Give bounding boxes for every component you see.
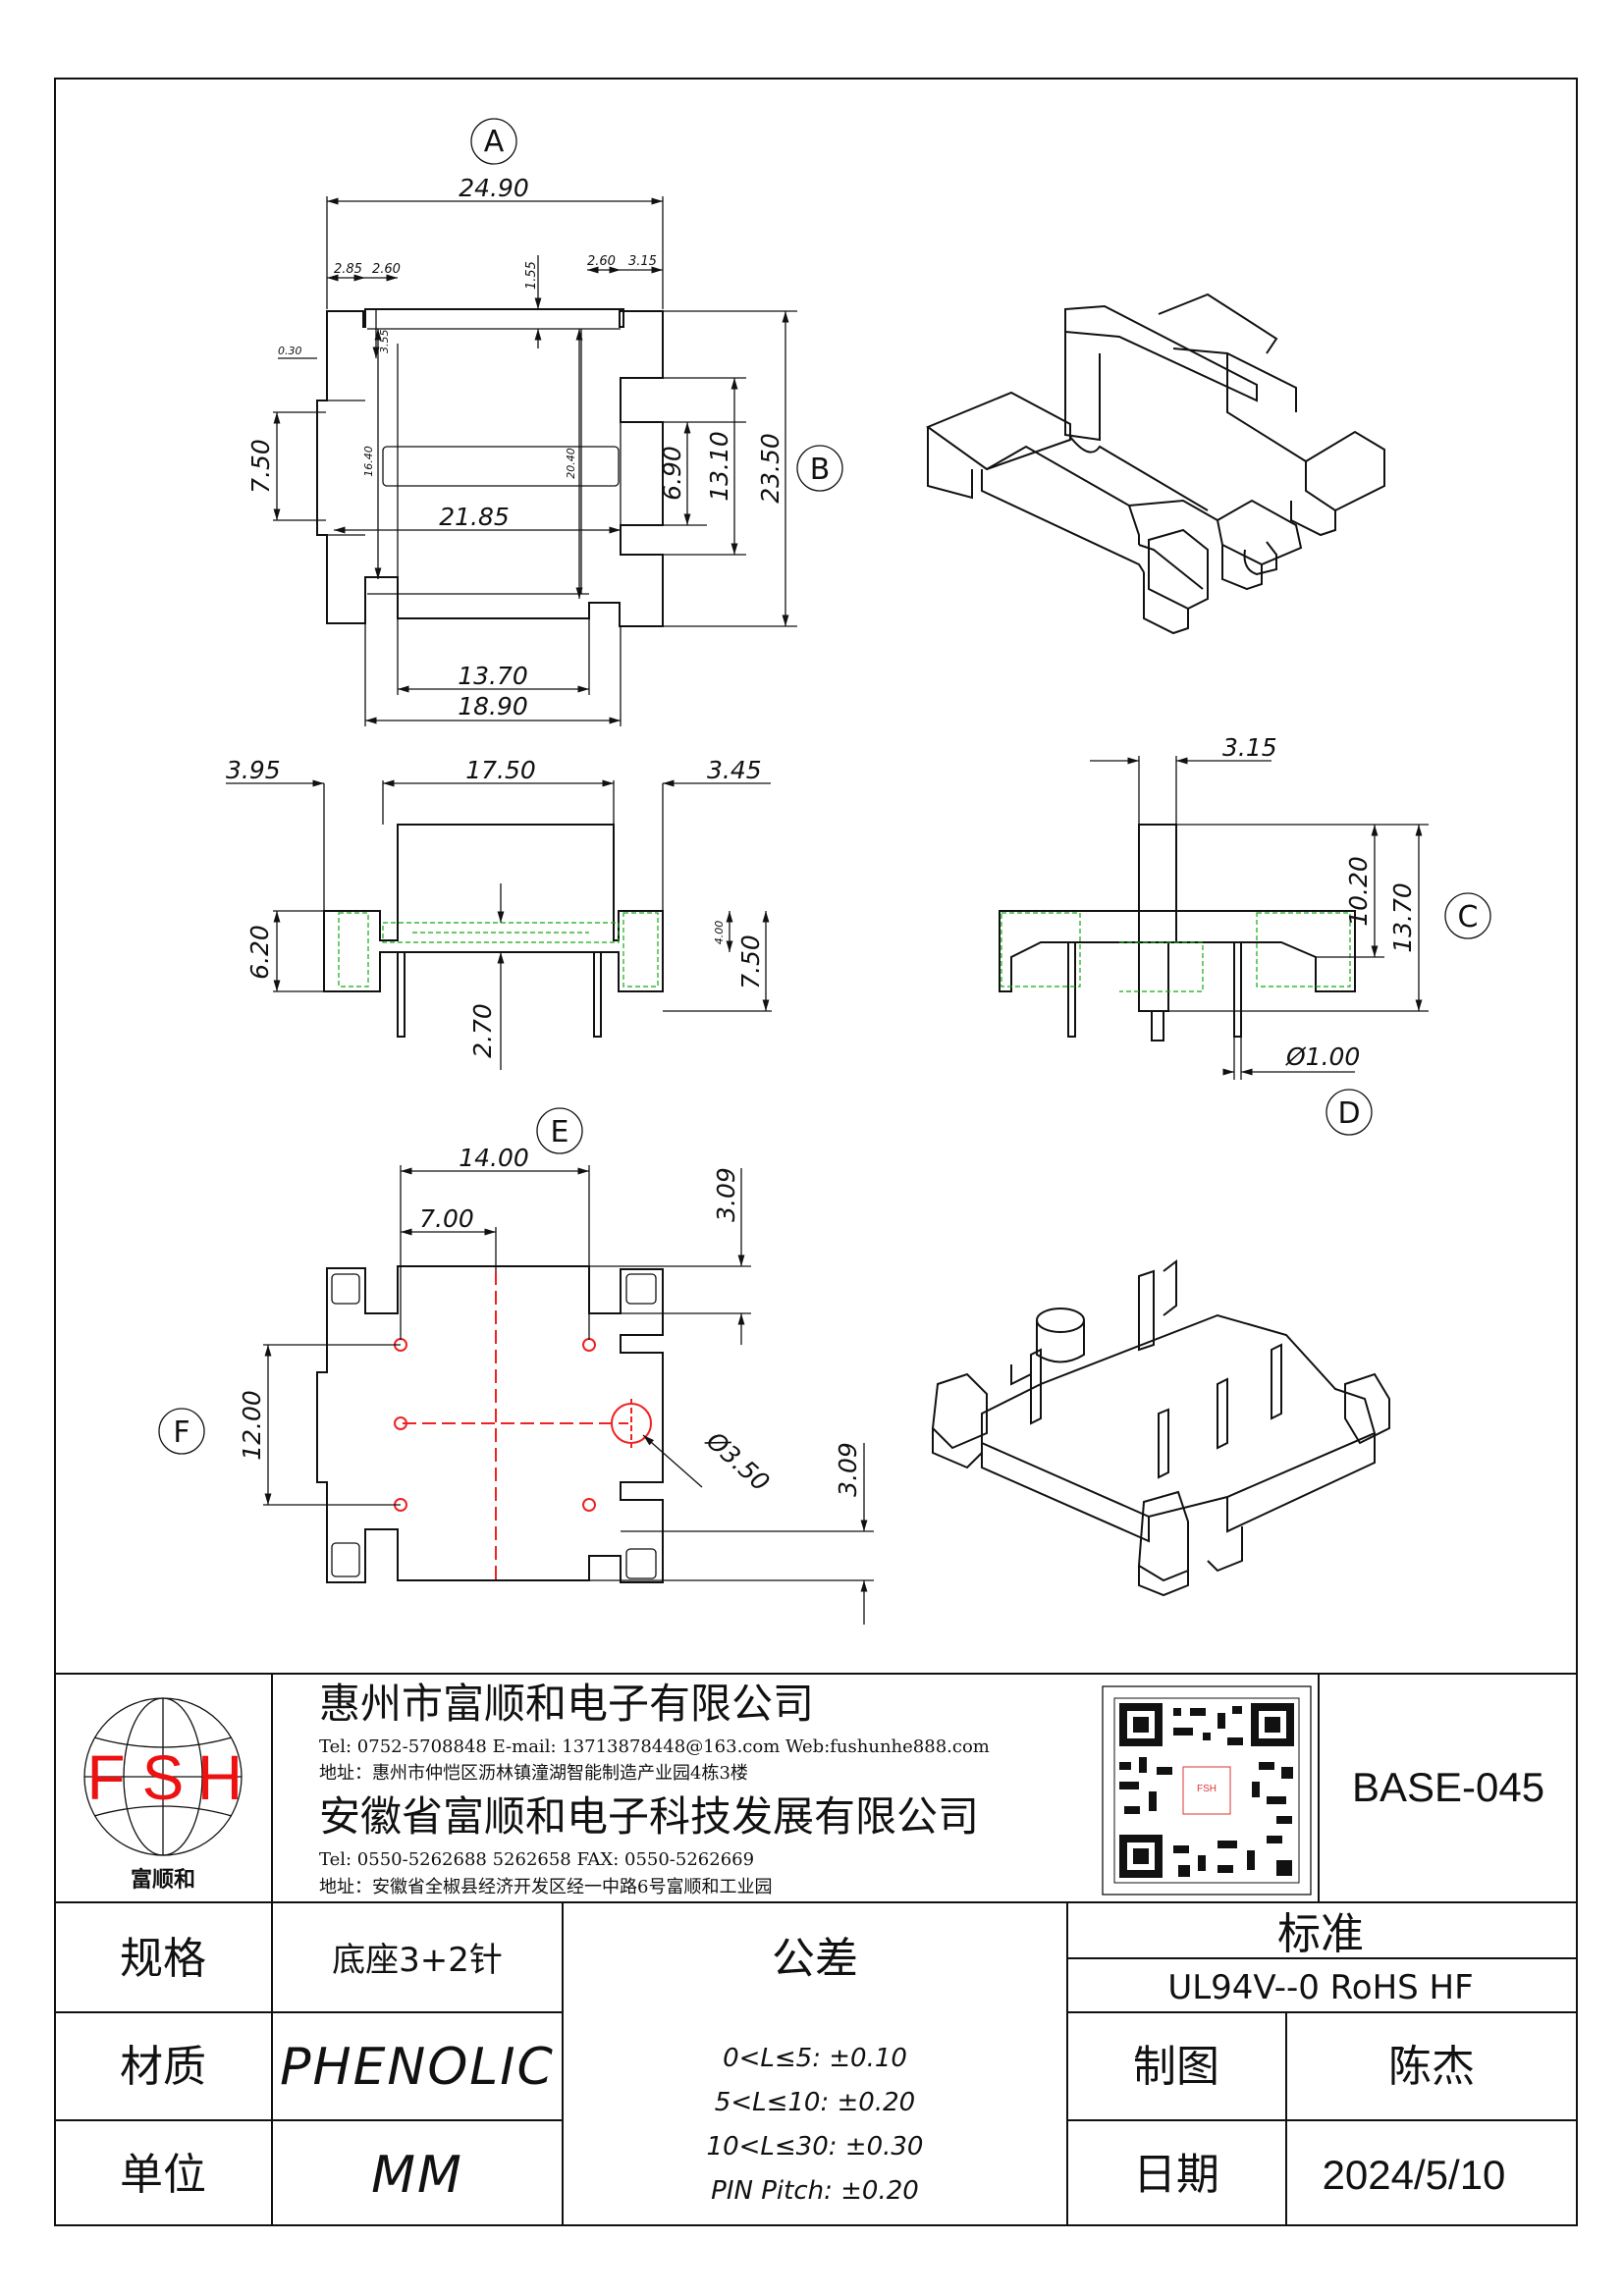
- title-block: F S H 富顺和 惠州市富顺和电子有限公司 Tel: 0752-5708848…: [55, 1673, 1577, 2225]
- callout-b-label: B: [810, 453, 831, 487]
- logo-caption: 富顺和: [131, 1867, 195, 1893]
- front-view: 3.95 17.50 3.45 6.20 4.00 7.50 2.70: [226, 756, 772, 1070]
- bottom-view: 14.00 7.00 3.09 12.00 Ø3.50 3.09 E F: [158, 1107, 874, 1625]
- callout-f: [158, 1408, 205, 1455]
- dim-10-20: 10.20: [1344, 856, 1373, 927]
- qr-code-icon: FSH: [1113, 1697, 1300, 1884]
- tolerance-row: 10<L≤30: ±0.30: [707, 2132, 924, 2162]
- company2-name: 安徽省富顺和电子科技发展有限公司: [319, 1792, 979, 1841]
- dim-18-90: 18.90: [458, 692, 528, 721]
- drawn-value: 陈杰: [1388, 2042, 1475, 2092]
- dim-23-50: 23.50: [756, 433, 784, 504]
- side-view: 3.15 10.20 13.70 Ø1.00 C D: [999, 733, 1491, 1136]
- dim-24-90: 24.90: [459, 174, 529, 202]
- standard-value: UL94V--0 RoHS HF: [1167, 1968, 1473, 2007]
- logo-letter-h: H: [197, 1742, 243, 1813]
- isometric-top-view: [925, 293, 1385, 635]
- dim-3-55: 3.55: [378, 330, 391, 354]
- callout-a-label: A: [484, 125, 505, 159]
- svg-text:FSH: FSH: [1197, 1784, 1217, 1794]
- spec-label: 规格: [120, 1934, 206, 1984]
- dim-3-45: 3.45: [707, 756, 762, 784]
- company1-address: 地址：惠州市仲恺区沥林镇潼湖智能制造产业园4栋3楼: [319, 1763, 748, 1784]
- dim-2-60-right: 2.60: [587, 254, 616, 269]
- dim-1-55: 1.55: [524, 261, 539, 290]
- dim-16-40: 16.40: [362, 446, 375, 477]
- dim-20-40: 20.40: [565, 448, 577, 479]
- callout-e-label: E: [551, 1115, 569, 1149]
- tolerance-row: 0<L≤5: ±0.10: [723, 2044, 907, 2073]
- logo-letter-s: S: [142, 1742, 185, 1813]
- callout-b: [796, 445, 843, 492]
- drawn-label: 制图: [1133, 2042, 1219, 2092]
- dim-12-00: 12.00: [238, 1390, 266, 1461]
- dim-6-20: 6.20: [245, 925, 274, 980]
- dim-13-10: 13.10: [705, 431, 733, 502]
- dim-7-50: 7.50: [246, 439, 275, 494]
- company2-contact: Tel: 0550-5262688 5262658 FAX: 0550-5262…: [319, 1849, 754, 1870]
- dim-dia-1-00: Ø1.00: [1285, 1042, 1360, 1071]
- dim-dia-3-50: Ø3.50: [700, 1425, 775, 1497]
- dim-17-50: 17.50: [465, 756, 536, 784]
- logo-letter-f: F: [86, 1742, 125, 1813]
- dim-3-15: 3.15: [628, 254, 657, 269]
- dim-14-00: 14.00: [459, 1144, 529, 1172]
- material-label: 材质: [120, 2042, 206, 2092]
- callout-a: [470, 118, 517, 165]
- tolerance-row: PIN Pitch: ±0.20: [711, 2176, 919, 2206]
- callout-d-label: D: [1337, 1096, 1360, 1131]
- tolerance-row: 5<L≤10: ±0.20: [715, 2088, 915, 2117]
- company1-name: 惠州市富顺和电子有限公司: [319, 1680, 814, 1728]
- callout-e: [536, 1107, 583, 1154]
- dim-0-30: 0.30: [278, 345, 302, 357]
- spec-value: 底座3+2针: [332, 1941, 503, 1980]
- company1-contact: Tel: 0752-5708848 E-mail: 13713878448@16…: [319, 1736, 990, 1757]
- callout-c-label: C: [1458, 900, 1479, 934]
- dim-3-95: 3.95: [226, 756, 281, 784]
- date-label: 日期: [1133, 2150, 1219, 2200]
- dim-2-70: 2.70: [468, 1003, 497, 1058]
- part-code: BASE-045: [1352, 1764, 1544, 1810]
- standard-label: 标准: [1277, 1909, 1364, 1959]
- callout-d: [1325, 1089, 1373, 1136]
- material-value: PHENOLIC: [280, 2038, 555, 2097]
- dim-13-70-side: 13.70: [1388, 882, 1417, 953]
- dim-7-00: 7.00: [419, 1204, 474, 1233]
- callout-f-label: F: [173, 1415, 189, 1450]
- dim-4-00: 4.00: [713, 921, 726, 945]
- company2-address: 地址：安徽省全椒县经济开发区经一中路6号富顺和工业园: [319, 1877, 772, 1897]
- date-value: 2024/5/10: [1323, 2152, 1506, 2198]
- dim-3-15-side: 3.15: [1222, 733, 1277, 762]
- dim-2-60-left: 2.60: [372, 262, 401, 277]
- tolerance-label: 公差: [772, 1934, 858, 1984]
- callout-c: [1444, 892, 1491, 939]
- sheet-border: [54, 78, 1578, 2226]
- dim-3-09-top: 3.09: [712, 1167, 740, 1222]
- dim-7-50-front: 7.50: [736, 934, 765, 989]
- isometric-bottom-view: [931, 1258, 1390, 1597]
- dim-6-90: 6.90: [658, 446, 686, 501]
- dim-3-09-bottom: 3.09: [834, 1442, 862, 1497]
- dim-13-70: 13.70: [458, 662, 528, 690]
- dim-21-85: 21.85: [439, 503, 510, 531]
- dim-2-85: 2.85: [334, 262, 362, 277]
- unit-label: 单位: [120, 2150, 206, 2200]
- unit-value: MM: [371, 2146, 463, 2205]
- company-logo: F S H 富顺和: [83, 1697, 243, 1893]
- top-view: A B 24.90 2.85 2.60 1.55 2.60 3.15 0.30 …: [246, 118, 843, 726]
